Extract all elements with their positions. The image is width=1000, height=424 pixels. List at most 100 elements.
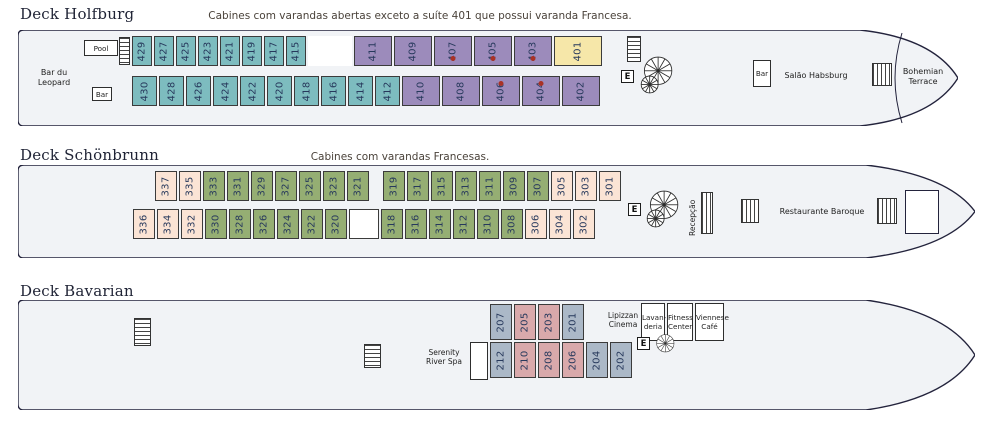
cabin-number: 334 <box>162 214 174 234</box>
lavanderia-room: Lavan-deria <box>641 303 666 341</box>
schonbrunn-cabin-row-bottom: 336 334 332 330 328 326 <box>133 209 595 239</box>
bohemian-terrace-label: Bohemian Terrace <box>902 67 944 86</box>
cabin: 305 <box>551 171 573 201</box>
cabin: 310 <box>477 209 499 239</box>
cabin-number: 304 <box>554 214 566 234</box>
cabin: 422 <box>240 76 265 106</box>
cabin-number: 305 <box>556 176 568 196</box>
cabin: 417 <box>264 36 284 66</box>
cabin-number: 309 <box>508 176 520 196</box>
cabin: 212 <box>490 342 512 378</box>
cabin-number: 325 <box>304 176 316 196</box>
cabin-number: 425 <box>180 41 192 61</box>
cabin: 314 <box>429 209 451 239</box>
cabin-number: 418 <box>301 81 312 101</box>
cabin: 207 <box>490 304 512 340</box>
cabin-number: 427 <box>158 41 170 61</box>
cabin: 307 <box>527 171 549 201</box>
cabin: 309 <box>503 171 525 201</box>
cabin-number: 321 <box>352 176 364 196</box>
cabin: 316 <box>405 209 427 239</box>
cabin: 318 <box>381 209 403 239</box>
cabin: 204 <box>586 342 608 378</box>
elevator-icon: E <box>637 337 650 350</box>
fitness-center-room: Fitness Center <box>667 303 693 341</box>
cabin-number: 426 <box>193 81 204 101</box>
cabin-number: 402 <box>575 81 587 101</box>
cabin: 423 <box>198 36 218 66</box>
deck-schonbrunn-title: Deck Schönbrunn <box>20 146 159 164</box>
cabin-number: 313 <box>460 176 472 196</box>
cabin: 335 <box>179 171 201 201</box>
elevator-icon: E <box>628 203 641 216</box>
cabin: 304 <box>549 209 571 239</box>
cabin: 321 <box>347 171 369 201</box>
reception-desk <box>701 192 713 234</box>
cabin-number: 336 <box>138 214 150 234</box>
cabin: 311 <box>479 171 501 201</box>
deck-bavarian-section: Deck Bavarian 207 205 203 201 <box>0 278 1000 424</box>
spa-room <box>470 342 488 380</box>
cabin-number: 408 <box>455 81 467 101</box>
cabin-number: 421 <box>224 41 236 61</box>
deck-bavarian-title: Deck Bavarian <box>20 282 134 300</box>
cabin-number: 208 <box>543 350 555 370</box>
cabin: 402 <box>562 76 600 106</box>
cabin: 320 <box>325 209 347 239</box>
cabin: 331 <box>227 171 249 201</box>
cabin-number: 206 <box>567 350 579 370</box>
cabin: 303 <box>575 171 597 201</box>
viennese-cafe-room: Viennese Café <box>695 303 729 341</box>
cabin-number: 424 <box>220 81 231 101</box>
bow-structure <box>905 190 939 234</box>
cabin-number: 333 <box>208 176 220 196</box>
recepcao-label: Recepção <box>688 199 697 236</box>
cabin-number: 430 <box>139 81 150 101</box>
cabin: 328 <box>229 209 251 239</box>
cabin-number: 319 <box>388 176 400 196</box>
cabin-number: 416 <box>328 81 339 101</box>
holfburg-cabin-row-bottom: 430 428 426 424 422 420 <box>132 76 600 106</box>
cabin-number: 414 <box>355 81 366 101</box>
red-dot-marker <box>490 56 496 61</box>
bar-label: Bar <box>92 87 112 101</box>
cabin-number: 401 <box>572 41 584 61</box>
cabin: 405 <box>474 36 512 66</box>
cabin-number: 301 <box>604 176 616 196</box>
deck-holfburg-section: Deck Holfburg Cabines com varandas abert… <box>0 0 1000 142</box>
cabin: 203 <box>538 304 560 340</box>
cabin: 414 <box>348 76 373 106</box>
cabin: 427 <box>154 36 174 66</box>
cabin-number: 428 <box>166 81 177 101</box>
stairs-icon <box>364 344 381 368</box>
cabin: 426 <box>186 76 211 106</box>
cabin: 333 <box>203 171 225 201</box>
bavarian-cabin-row-bottom: 212 210 208 206 204 202 <box>490 342 632 378</box>
cabin-number: 204 <box>591 350 603 370</box>
cabin: 403 <box>514 36 552 66</box>
cabin-number: 315 <box>436 176 448 196</box>
cabin: 312 <box>453 209 475 239</box>
spiral-stairs-icon <box>643 190 681 228</box>
cabin-number: 320 <box>330 214 342 234</box>
cabin-number: 310 <box>482 214 494 234</box>
cabin: 208 <box>538 342 560 378</box>
bar-du-leopard-label: Bar du Leopard <box>37 68 71 87</box>
cabin: 407 <box>434 36 472 66</box>
cabin-number: 328 <box>234 214 246 234</box>
cabin: 308 <box>501 209 523 239</box>
cabin-number: 337 <box>160 176 172 196</box>
cabin: 418 <box>294 76 319 106</box>
cabin-number: 415 <box>290 41 302 61</box>
stairs-icon <box>872 63 892 86</box>
cabin: 337 <box>155 171 177 201</box>
stairs-icon <box>119 37 130 65</box>
cabin: 206 <box>562 342 584 378</box>
spiral-stairs-icon <box>652 334 676 358</box>
cabin-number: 311 <box>484 176 496 196</box>
cabin-number: 423 <box>202 41 214 61</box>
cabin: 301 <box>599 171 621 201</box>
cabin-number: 419 <box>246 41 258 61</box>
cabin: 406 <box>482 76 520 106</box>
